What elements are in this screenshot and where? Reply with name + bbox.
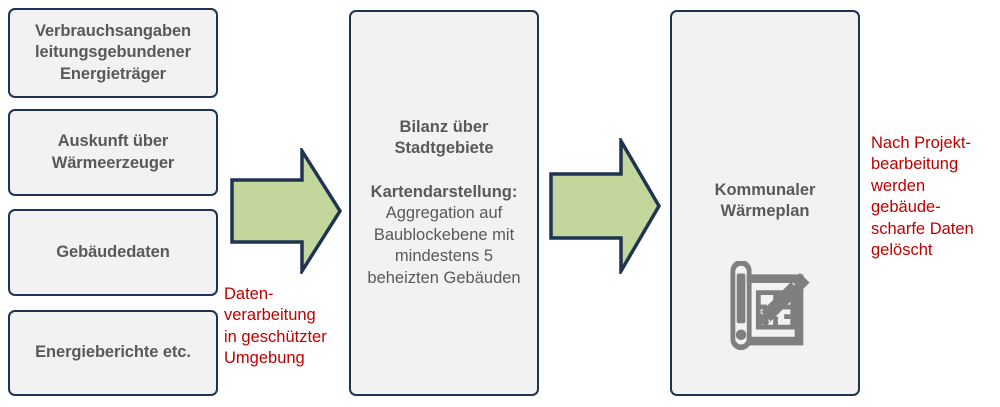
input-box-energieberichte[interactable]: Energieberichte etc. [8,310,218,396]
arrow-inputs-to-processing [230,148,343,274]
input-box-auskunft-label: Auskunft über Wärmeerzeuger [51,132,175,172]
arrow-processing-to-plan [549,138,662,274]
note-processing: Daten- verarbeitung in geschützter Umgeb… [224,285,327,368]
processing-subtitle-body: Aggregation auf Baublockebene mit mindes… [367,204,521,287]
output-box[interactable]: Kommunaler Wärmeplan [670,10,860,396]
input-box-auskunft[interactable]: Auskunft über Wärmeerzeuger [8,109,218,196]
input-box-gebaeudedaten-label: Gebäudedaten [56,242,170,261]
processing-title: Bilanz über Stadtgebiete [394,117,494,158]
note-deletion: Nach Projekt- bearbeitung werden gebäude… [871,134,974,260]
processing-subtitle-heading: Kartendarstellung: [370,182,518,201]
input-box-verbrauchsangaben-label: Verbrauchsangaben leitungsgebundener Ene… [34,22,192,83]
input-box-verbrauchsangaben[interactable]: Verbrauchsangaben leitungsgebundener Ene… [8,8,218,98]
blueprint-pencil-icon [730,260,810,350]
input-box-energieberichte-label: Energieberichte etc. [35,343,191,362]
processing-box[interactable]: Bilanz über Stadtgebiete Kartendarstellu… [349,10,539,396]
output-title: Kommunaler Wärmeplan [714,181,816,221]
input-box-gebaeudedaten[interactable]: Gebäudedaten [8,209,218,296]
